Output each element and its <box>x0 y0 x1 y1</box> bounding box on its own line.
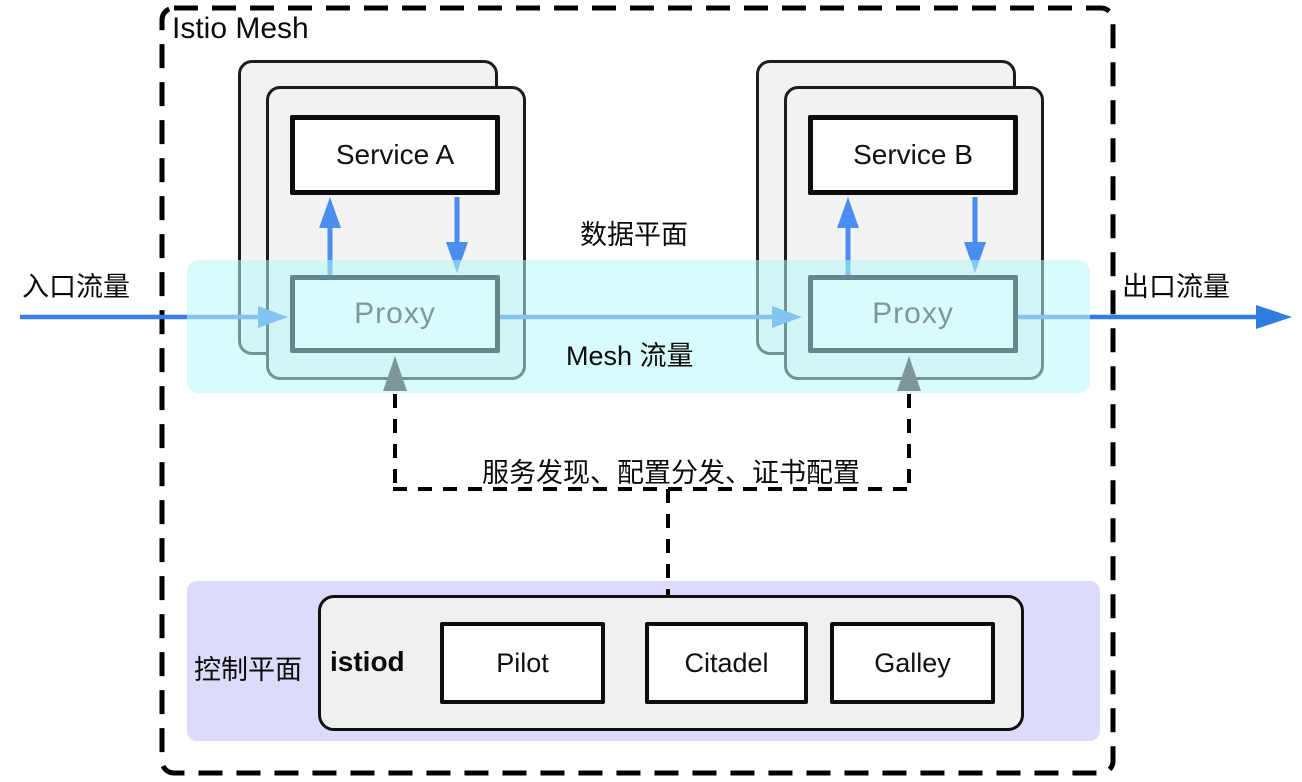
service-a-box: Service A <box>290 115 500 195</box>
data-plane-label: 数据平面 <box>580 220 688 250</box>
proxy-a-box: Proxy <box>290 275 500 353</box>
pilot-label: Pilot <box>496 647 549 678</box>
egress-traffic-label: 出口流量 <box>1122 272 1230 302</box>
mesh-traffic-label: Mesh 流量 <box>566 341 694 371</box>
control-functions-label: 服务发现、配置分发、证书配置 <box>482 458 860 488</box>
proxy-b-box: Proxy <box>808 275 1018 353</box>
citadel-label: Citadel <box>684 647 769 678</box>
service-b-label: Service B <box>853 139 973 170</box>
control-plane-label: 控制平面 <box>194 655 302 685</box>
pilot-box: Pilot <box>440 622 605 704</box>
galley-label: Galley <box>874 647 951 678</box>
istiod-label: istiod <box>330 646 405 677</box>
service-a-label: Service A <box>335 139 455 170</box>
ingress-traffic-label: 入口流量 <box>22 272 130 302</box>
citadel-box: Citadel <box>645 622 808 704</box>
service-b-box: Service B <box>808 115 1018 195</box>
istio-mesh-title: Istio Mesh <box>172 12 309 45</box>
galley-box: Galley <box>830 622 995 704</box>
egress-arrowhead <box>1256 305 1292 329</box>
proxy-a-label: Proxy <box>354 297 436 330</box>
proxy-b-label: Proxy <box>872 297 954 330</box>
